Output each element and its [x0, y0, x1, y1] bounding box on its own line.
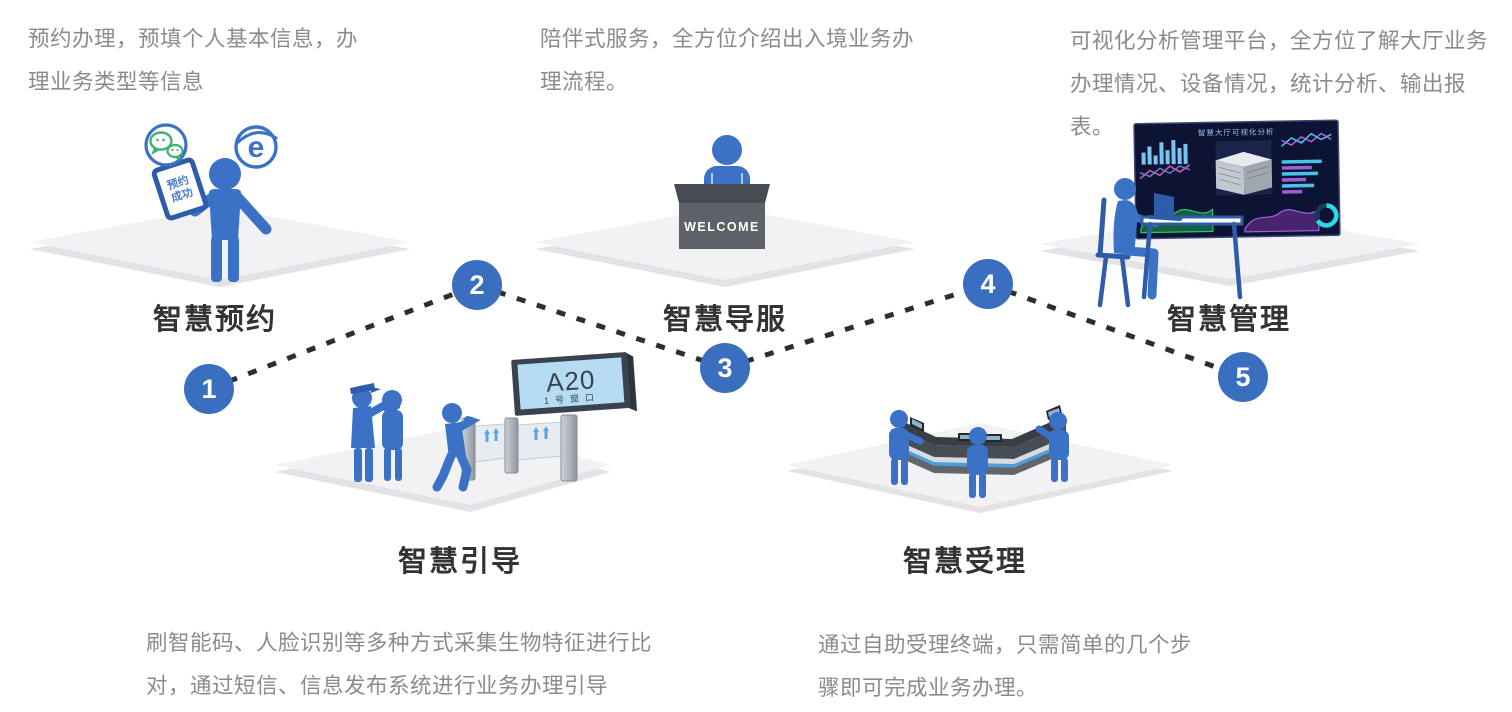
mini-line-chart-left: [1139, 164, 1191, 180]
customer-right: [1035, 412, 1069, 482]
station-label-appointment: 智慧预约: [152, 304, 278, 336]
visitor-figure: [382, 390, 403, 481]
description-guidance: 刷智能码、人脸识别等多种方式采集生物特征进行比 对，通过短信、信息发布系统进行业…: [146, 631, 653, 698]
station-label-guide-service: 智慧导服: [662, 304, 788, 336]
customer-center: [967, 427, 988, 498]
station-label-management: 智慧管理: [1166, 304, 1292, 336]
station-label-guidance: 智慧引导: [397, 546, 523, 578]
counter-screens: [910, 405, 1062, 442]
desk: [1140, 215, 1244, 226]
wechat-icon: [144, 123, 188, 167]
welcome-sign-text: WELCOME: [684, 220, 760, 234]
mini-bar-chart: [1141, 140, 1188, 165]
step-marker-5: 5: [1218, 352, 1268, 402]
step-marker-2: 2: [452, 260, 502, 310]
building-graphic: [1215, 140, 1273, 196]
customer-left: [889, 410, 924, 485]
acceptance-illustration: [787, 405, 1173, 513]
station-label-acceptance: 智慧受理: [902, 546, 1028, 578]
guidance-illustration: A20 1号窗口: [275, 352, 638, 512]
station-guide-service: WELCOME: [530, 110, 920, 345]
dashboard-title: 智慧大厅可视化分析: [1198, 126, 1275, 137]
window-number-sign: A20 1号窗口: [511, 352, 638, 416]
step-marker-1: 1: [184, 364, 234, 414]
person-with-clipboard: [189, 158, 272, 282]
mini-donut-chart: [1314, 203, 1339, 228]
station-appointment: 预约 成功 e: [25, 110, 415, 345]
guide-service-illustration: WELCOME: [535, 135, 915, 287]
step-marker-4: 4: [963, 259, 1013, 309]
description-guide-service: 陪伴式服务，全方位介绍出入境业务办 理流程。: [540, 27, 915, 94]
ie-letter: e: [248, 131, 265, 164]
appointment-illustration: 预约 成功 e: [30, 123, 410, 287]
welcome-desk: WELCOME: [674, 184, 770, 249]
walking-figure: [432, 403, 481, 492]
laptop: [1154, 193, 1174, 219]
description-appointment: 预约办理，预填个人基本信息，办 理业务类型等信息: [28, 27, 359, 94]
ie-browser-icon: e: [234, 125, 278, 169]
mini-hbar-chart: [1281, 159, 1322, 194]
window-label-text: 1号窗口: [544, 391, 601, 406]
description-acceptance: 通过自助受理终端，只需简单的几个步 骤即可完成业务办理。: [818, 633, 1193, 700]
mini-line-chart-right: [1280, 132, 1332, 147]
station-acceptance: [762, 383, 1192, 608]
step-marker-3: 3: [700, 343, 750, 393]
station-guidance: A20 1号窗口: [255, 330, 685, 585]
description-management: 可视化分析管理平台，全方位了解大厅业务 办理情况、设备情况，统计分析、输出报表。: [1070, 29, 1489, 139]
gate-arrows: [484, 426, 549, 442]
